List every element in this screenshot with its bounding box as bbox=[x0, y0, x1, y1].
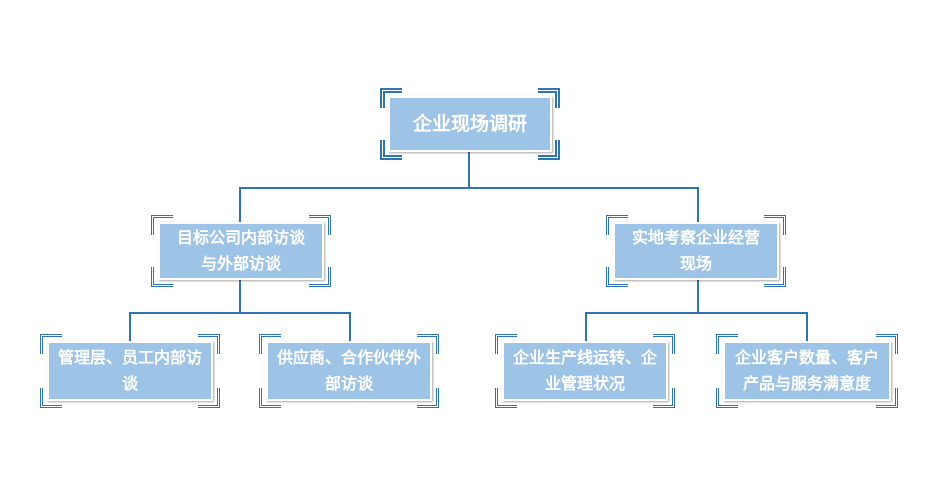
node-production-management-label-line2: 业管理状况 bbox=[544, 374, 625, 393]
corner-bracket bbox=[606, 267, 628, 287]
corner-bracket bbox=[876, 334, 898, 354]
node-customer-satisfaction-label-line2: 产品与服务满意度 bbox=[742, 374, 871, 393]
node-internal-interviews-label-line1: 管理层、员工内部访 bbox=[57, 348, 202, 367]
corner-bracket bbox=[151, 267, 173, 287]
corner-bracket bbox=[764, 215, 786, 235]
corner-bracket bbox=[380, 140, 402, 160]
node-root-box: 企业现场调研 bbox=[388, 96, 552, 152]
corner-bracket bbox=[606, 215, 628, 235]
corner-bracket bbox=[309, 215, 331, 235]
node-interviews-box: 目标公司内部访谈 与外部访谈 bbox=[158, 222, 324, 280]
node-production-management-box: 企业生产线运转、企 业管理状况 bbox=[502, 341, 668, 401]
corner-bracket bbox=[716, 334, 738, 354]
node-internal-interviews: 管理层、员工内部访 谈 bbox=[40, 334, 220, 408]
corner-bracket bbox=[380, 88, 402, 108]
corner-bracket bbox=[716, 388, 738, 408]
corner-bracket bbox=[259, 388, 281, 408]
corner-bracket bbox=[417, 334, 439, 354]
corner-bracket bbox=[538, 140, 560, 160]
corner-bracket bbox=[653, 388, 675, 408]
node-root: 企业现场调研 bbox=[380, 88, 560, 160]
corner-bracket bbox=[538, 88, 560, 108]
corner-bracket bbox=[495, 388, 517, 408]
node-external-interviews-box: 供应商、合作伙伴外 部访谈 bbox=[266, 341, 432, 401]
node-site-inspection-label-line2: 现场 bbox=[679, 254, 712, 273]
corner-bracket bbox=[40, 388, 62, 408]
node-interviews-label-line1: 目标公司内部访谈 bbox=[176, 228, 305, 247]
node-customer-satisfaction-label-line1: 企业客户数量、客户 bbox=[734, 348, 879, 367]
corner-bracket bbox=[876, 388, 898, 408]
node-customer-satisfaction-box: 企业客户数量、客户 产品与服务满意度 bbox=[723, 341, 891, 401]
node-internal-interviews-label-line2: 谈 bbox=[121, 374, 138, 393]
corner-bracket bbox=[309, 267, 331, 287]
corner-bracket bbox=[653, 334, 675, 354]
node-root-label: 企业现场调研 bbox=[412, 113, 527, 135]
node-site-inspection-box: 实地考察企业经营 现场 bbox=[613, 222, 779, 280]
node-internal-interviews-box: 管理层、员工内部访 谈 bbox=[47, 341, 213, 401]
node-customer-satisfaction: 企业客户数量、客户 产品与服务满意度 bbox=[716, 334, 898, 408]
node-external-interviews-label-line2: 部访谈 bbox=[324, 374, 373, 393]
node-site-inspection: 实地考察企业经营 现场 bbox=[606, 215, 786, 287]
corner-bracket bbox=[417, 388, 439, 408]
corner-bracket bbox=[198, 334, 220, 354]
corner-bracket bbox=[198, 388, 220, 408]
node-production-management: 企业生产线运转、企 业管理状况 bbox=[495, 334, 675, 408]
corner-bracket bbox=[259, 334, 281, 354]
node-external-interviews: 供应商、合作伙伴外 部访谈 bbox=[259, 334, 439, 408]
node-site-inspection-label-line1: 实地考察企业经营 bbox=[631, 228, 760, 247]
corner-bracket bbox=[764, 267, 786, 287]
corner-bracket bbox=[151, 215, 173, 235]
node-interviews-label-line2: 与外部访谈 bbox=[200, 254, 281, 273]
corner-bracket bbox=[40, 334, 62, 354]
node-interviews: 目标公司内部访谈 与外部访谈 bbox=[151, 215, 331, 287]
node-external-interviews-label-line1: 供应商、合作伙伴外 bbox=[276, 348, 421, 367]
corner-bracket bbox=[495, 334, 517, 354]
node-production-management-label-line1: 企业生产线运转、企 bbox=[512, 348, 657, 367]
